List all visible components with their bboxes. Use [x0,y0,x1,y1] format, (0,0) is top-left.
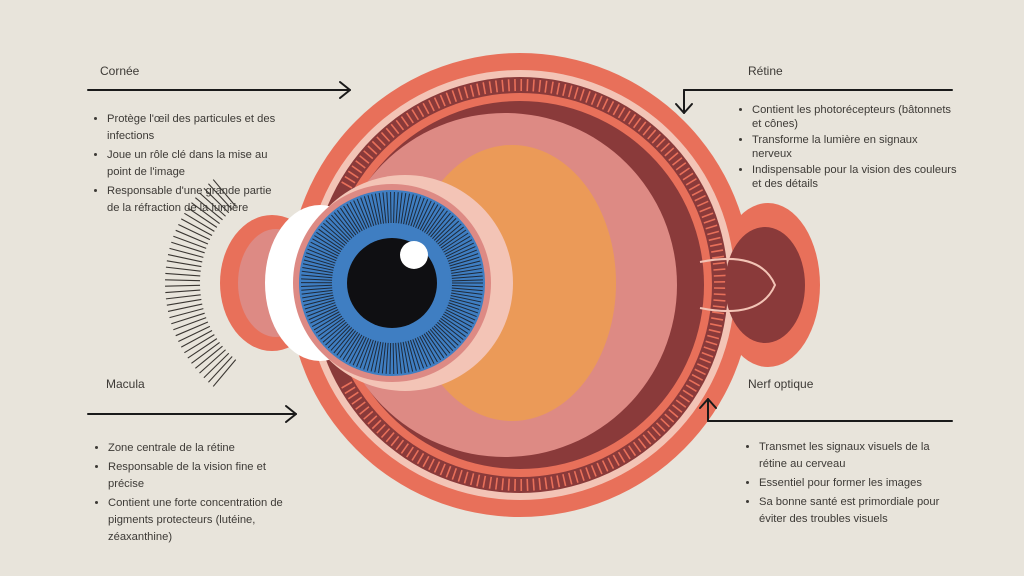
list-item: Zone centrale de la rétine [108,440,298,457]
list-item: Transforme la lumière en signaux nerveux [752,134,957,161]
optic-nerve-list: Transmet les signaux visuels de la rétin… [745,439,959,530]
list-item: Indispensable pour la vision des couleur… [752,164,957,191]
pupil-highlight [400,241,428,269]
cornea-label: Cornée [100,64,140,78]
list-item: Responsable de la vision fine et précise [108,459,298,493]
cornea-arrow [87,81,351,99]
retina-label: Rétine [748,64,783,78]
list-item: Contient une forte concentration de pigm… [108,495,298,546]
optic-nerve-inner [725,227,805,343]
eyeball-ring-ticks [341,78,726,492]
iris-striations [300,192,483,374]
optic-nerve-arrow [699,398,953,422]
list-item: Contient les photorécepteurs (bâtonnets … [752,104,957,131]
macula-list: Zone centrale de la rétine Responsable d… [94,440,298,548]
list-item: Sa bonne santé est primordiale pour évit… [759,494,959,528]
eyelashes [165,179,237,387]
retina-list: Contient les photorécepteurs (bâtonnets … [738,104,957,194]
cornea-list: Protège l'œil des particules et des infe… [93,111,282,219]
list-item: Protège l'œil des particules et des infe… [107,111,282,145]
macula-arrow [87,405,297,423]
retina-arrow [675,89,953,114]
optic-nerve-label: Nerf optique [748,377,814,391]
list-item: Responsable d'une grande partie de la ré… [107,183,282,217]
macula-label: Macula [106,377,145,391]
optic-nerve-line [699,258,777,312]
list-item: Essentiel pour former les images [759,475,959,492]
list-item: Transmet les signaux visuels de la rétin… [759,439,959,473]
list-item: Joue un rôle clé dans la mise au point d… [107,147,282,181]
